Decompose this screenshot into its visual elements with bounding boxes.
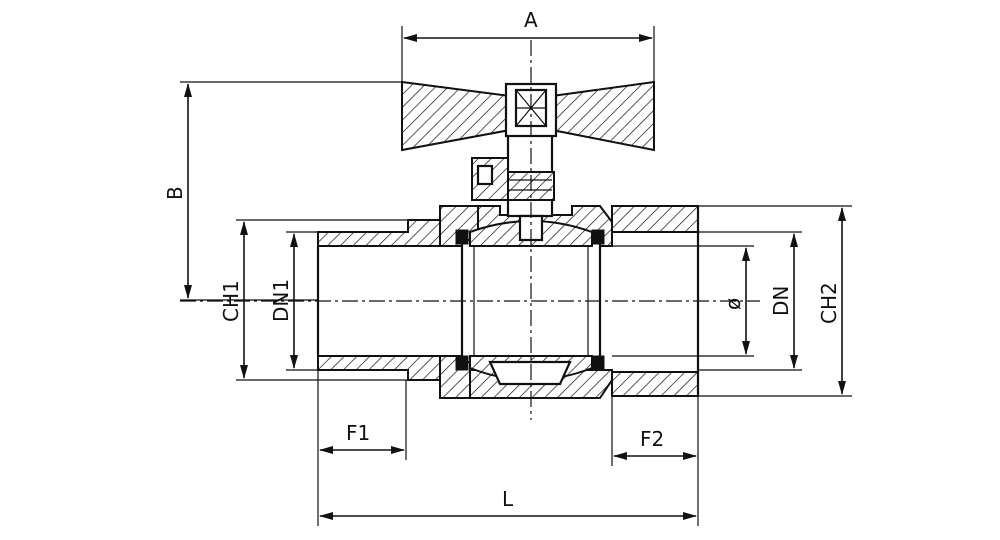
dimension-dn1: DN1 <box>269 231 318 371</box>
dimension-ch2: CH2 <box>698 205 852 397</box>
label-phi: ø <box>721 298 745 310</box>
label-dn: DN <box>769 286 793 316</box>
dimension-ch1: CH1 <box>219 219 408 381</box>
stem-packing <box>505 171 555 201</box>
handle-right-wing <box>551 80 655 152</box>
seal-bottom-right <box>591 355 605 371</box>
label-f1: F1 <box>346 421 370 445</box>
stem-tongue <box>518 214 544 242</box>
label-l: L <box>502 487 514 511</box>
seal-top-left <box>455 229 469 245</box>
dimension-dn: DN <box>698 231 802 371</box>
label-dn1: DN1 <box>269 279 293 322</box>
label-b: B <box>163 186 187 200</box>
right-nut-lower <box>611 371 699 397</box>
gland-detail <box>476 164 494 186</box>
left-end-lower-wall <box>317 355 441 381</box>
dimension-phi: ø <box>698 245 754 357</box>
seal-bottom-left <box>455 355 469 371</box>
label-f2: F2 <box>640 427 664 451</box>
dimension-f2: F2 <box>611 396 699 466</box>
label-ch1: CH1 <box>219 280 243 322</box>
left-end-upper-wall <box>317 219 441 247</box>
valve-body <box>316 130 700 399</box>
dimension-b: B <box>163 81 402 301</box>
dimension-a: A <box>401 8 655 82</box>
dimension-f1: F1 <box>317 370 407 460</box>
butterfly-handle <box>401 80 655 152</box>
bottom-slot <box>488 360 572 386</box>
handle-left-wing <box>401 80 511 152</box>
right-nut-upper <box>611 205 699 233</box>
label-ch2: CH2 <box>817 282 841 324</box>
seal-top-right <box>591 229 605 245</box>
dimension-l: L <box>317 460 699 526</box>
label-a: A <box>524 8 538 32</box>
